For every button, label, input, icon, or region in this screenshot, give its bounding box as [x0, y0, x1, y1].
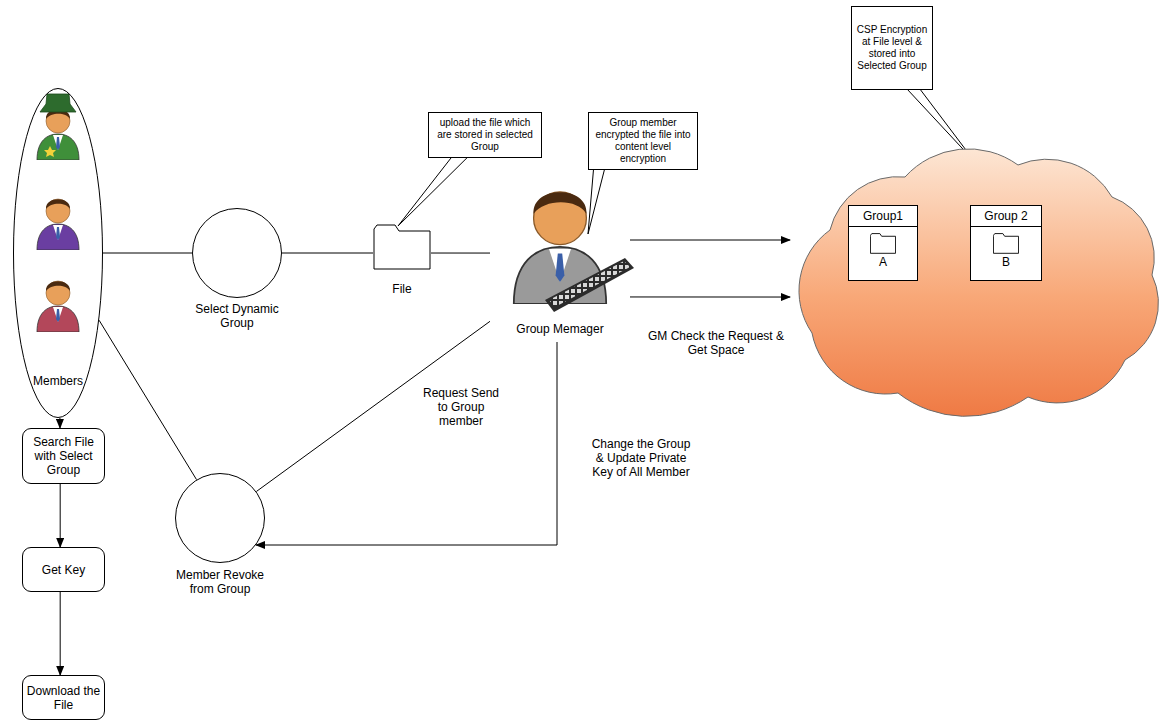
member-icon: [37, 199, 79, 250]
cloud-storage: Group1A Group 2 B: [790, 135, 1170, 415]
group-label: Group 2: [971, 206, 1041, 227]
connector: [59, 418, 60, 428]
connector: [256, 342, 557, 545]
group-label: B: [971, 255, 1041, 272]
node-label: CSP Encryption at File level & stored in…: [855, 24, 929, 72]
node-label: Group member encrypted the file into con…: [592, 117, 694, 165]
node-label: Select Dynamic Group: [187, 302, 287, 330]
callout-box: CSP Encryption at File level & stored in…: [851, 6, 933, 90]
node-label: Members: [13, 374, 103, 388]
connector: [99, 320, 196, 479]
group-label: A: [849, 255, 917, 272]
group-box: Group 2 B: [970, 205, 1042, 281]
member-icon: [37, 281, 79, 332]
callout-box: upload the file which are stored in sele…: [428, 112, 542, 158]
process-box: Get Key: [22, 547, 105, 592]
connector-label: Request Send to Group member: [418, 385, 504, 429]
folder-icon: [870, 232, 896, 254]
connector: [630, 240, 790, 241]
node-label: Get Key: [26, 563, 101, 577]
connector: [630, 296, 790, 297]
manager-icon: [514, 192, 634, 312]
callout-box: Group member encrypted the file into con…: [588, 112, 698, 170]
connector: [282, 253, 373, 254]
connector-label: GM Check the Request & Get Space: [640, 328, 792, 358]
file-folder: File: [368, 218, 436, 308]
process-circle: Member Revoke from Group: [160, 470, 280, 605]
folder-outline: [373, 222, 431, 270]
member-icon: [37, 94, 79, 160]
group-box: Group1A: [848, 205, 918, 281]
group-label: Group1: [849, 206, 917, 227]
connector: [60, 484, 61, 547]
process-circle: Select Dynamic Group: [180, 205, 295, 340]
process-box: Download the File: [22, 675, 105, 720]
ellipse-outline: [175, 473, 265, 563]
connector: [60, 592, 61, 675]
node-label: Search File with Select Group: [26, 435, 101, 477]
node-label: Download the File: [26, 684, 101, 712]
connector: [431, 253, 490, 254]
ellipse-outline: [13, 88, 103, 418]
actor-group: Members: [13, 88, 103, 418]
group-manager: Group Memager: [490, 170, 630, 342]
connector-label: Change the Group & Update Private Key of…: [588, 436, 694, 480]
node-label: File: [368, 282, 436, 296]
folder-icon: [993, 232, 1019, 254]
ellipse-outline: [192, 208, 282, 298]
node-label: Member Revoke from Group: [170, 568, 270, 596]
node-label: upload the file which are stored in sele…: [432, 117, 538, 153]
connector: [103, 253, 192, 254]
node-label: Group Memager: [490, 322, 630, 336]
process-box: Search File with Select Group: [22, 428, 105, 484]
